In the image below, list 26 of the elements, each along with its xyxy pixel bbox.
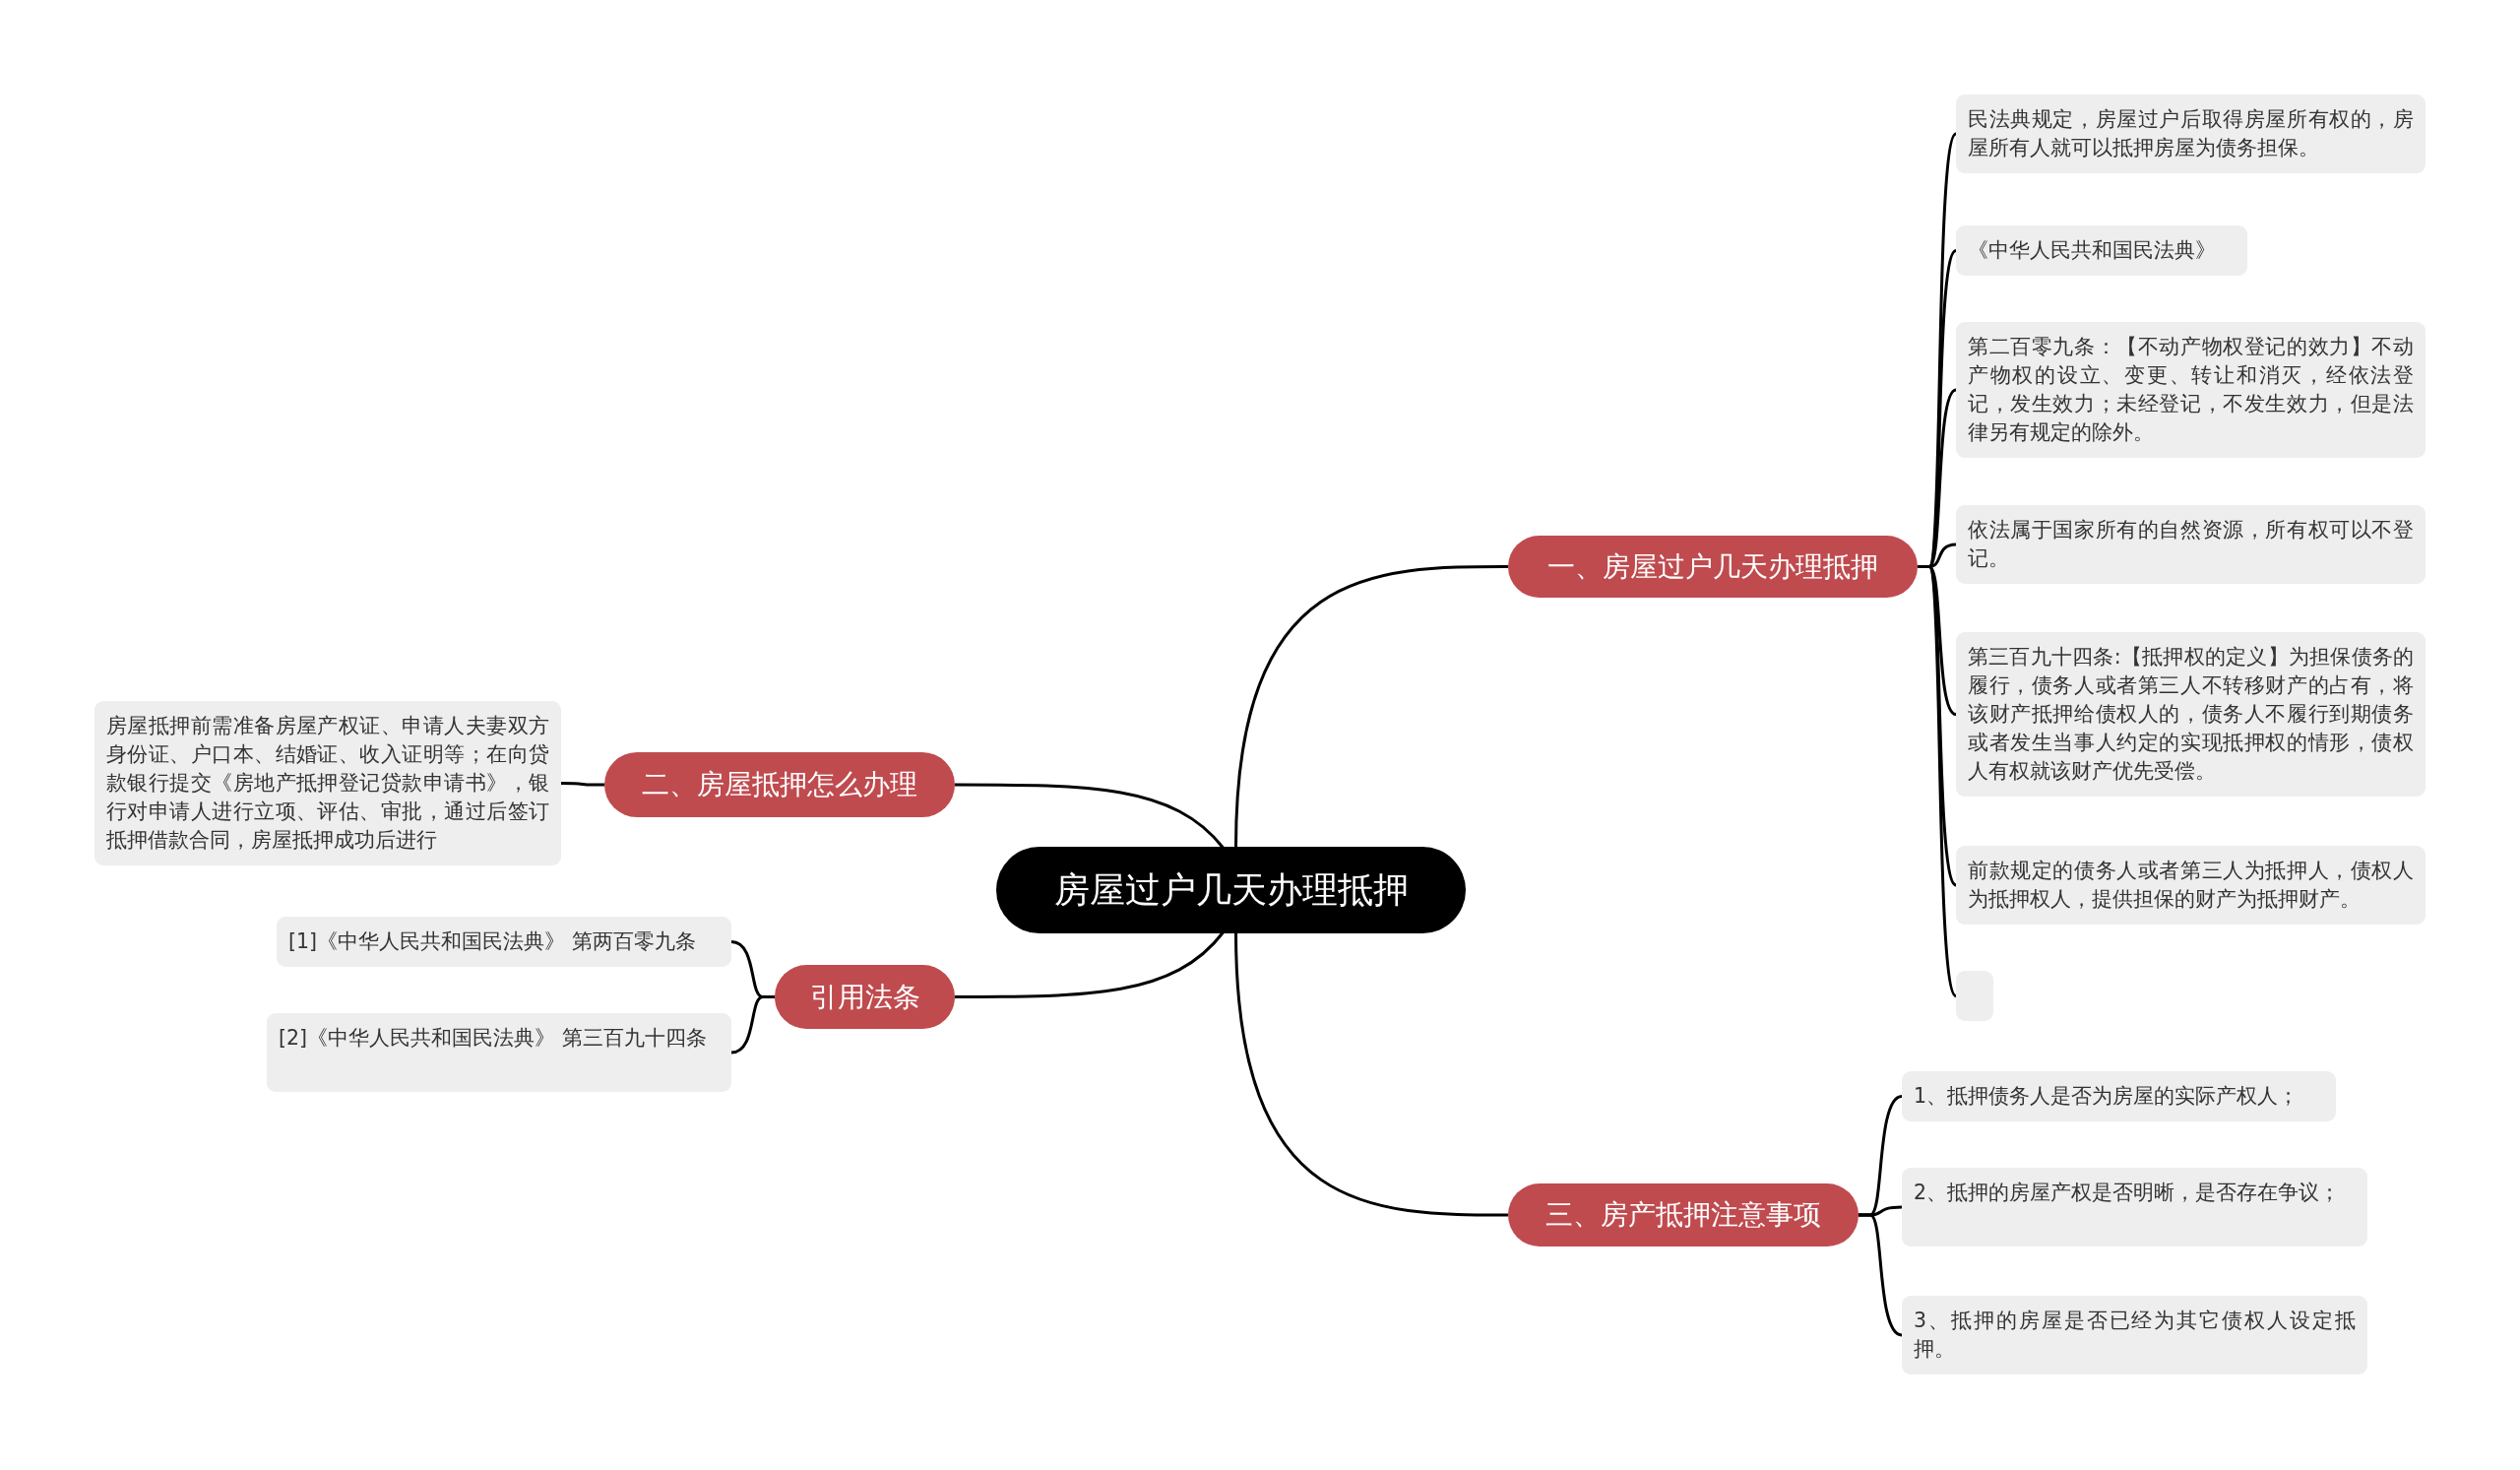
central-topic-pill: 房屋过户几天办理抵押	[996, 847, 1466, 933]
connector-line	[1234, 931, 1508, 1217]
connector-line	[955, 783, 1225, 849]
note-box: 第二百零九条：【不动产物权登记的效力】不动产物权的设立、变更、转让和消灭，经依法登记，发生效力；未经登记，不发生效力，但是法律另有规定的除外。	[1956, 322, 2426, 458]
connector-line	[955, 931, 1225, 998]
note-box: [2]《中华人民共和国民法典》 第三百九十四条	[267, 1013, 731, 1092]
topic-pill: 二、房屋抵押怎么办理	[604, 752, 955, 817]
note-box: 1、抵押债务人是否为房屋的实际产权人；	[1902, 1071, 2336, 1121]
empty-box	[1956, 971, 1993, 1021]
note-box: 2、抵押的房屋产权是否明晰，是否存在争议；	[1902, 1168, 2367, 1246]
connector-line	[730, 995, 775, 1055]
connector-line	[1858, 1213, 1903, 1337]
topic-pill: 三、房产抵押注意事项	[1508, 1183, 1858, 1246]
note-box: 民法典规定，房屋过户后取得房屋所有权的，房屋所有人就可以抵押房屋为债务担保。	[1956, 95, 2426, 173]
note-box: 《中华人民共和国民法典》	[1956, 225, 2247, 276]
note-box: 依法属于国家所有的自然资源，所有权可以不登记。	[1956, 505, 2426, 584]
note-box: 第三百九十四条:【抵押权的定义】为担保债务的履行，债务人或者第三人不转移财产的占有，将该财产抵押给债权人的，债务人不履行到期债务或者发生当事人约定的实现抵押权的情形，债权人有权就该财产优先受偿。	[1956, 632, 2426, 797]
note-box: 前款规定的债务人或者第三人为抵押人，债权人为抵押权人，提供担保的财产为抵押财产。	[1956, 846, 2426, 925]
note-box: [1]《中华人民共和国民法典》 第两百零九条	[277, 917, 731, 967]
topic-pill: 引用法条	[775, 965, 955, 1029]
connector-line	[1234, 565, 1508, 849]
note-box: 房屋抵押前需准备房屋产权证、申请人夫妻双方身份证、户口本、结婚证、收入证明等；在向贷款银行提交《房地产抵押登记贷款申请书》，银行对申请人进行立项、评估、审批，通过后签订抵押借款合同，房屋抵押成功后进行	[94, 701, 561, 865]
note-box: 3、抵押的房屋是否已经为其它债权人设定抵押。	[1902, 1296, 2367, 1374]
connector-line	[1918, 565, 1958, 997]
connector-line	[561, 782, 604, 787]
topic-pill: 一、房屋过户几天办理抵押	[1508, 536, 1918, 598]
